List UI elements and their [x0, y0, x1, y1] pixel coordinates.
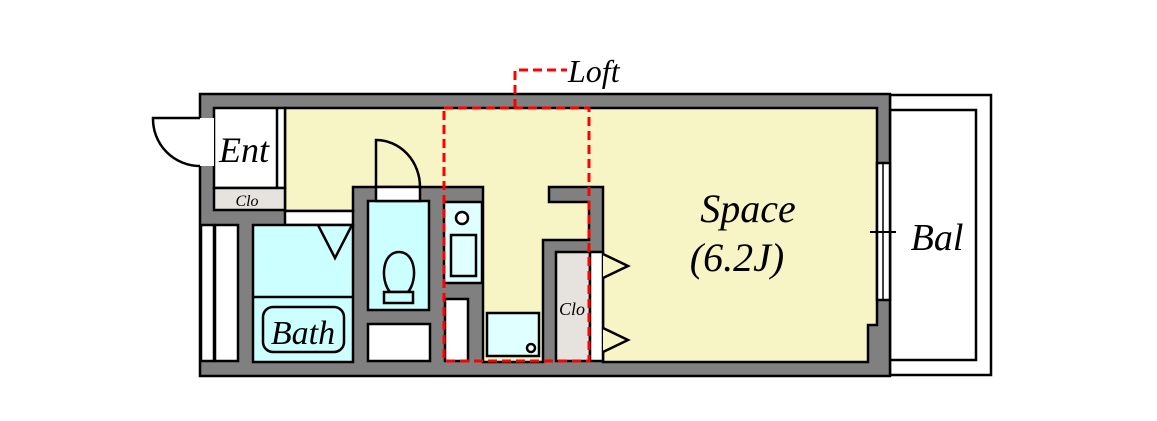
entrance-door-icon[interactable] — [151, 116, 201, 168]
balcony-label: Bal — [911, 217, 964, 259]
washer-space — [366, 322, 432, 363]
bath-label-frame — [261, 305, 346, 354]
entrance-door-opening — [200, 118, 214, 166]
closet-door-top-icon[interactable] — [602, 252, 631, 280]
entrance-closet-label: Clo — [235, 193, 258, 210]
space-size-label: (6.2J) — [690, 235, 784, 280]
bath-label: Bath — [271, 315, 335, 352]
bath-opening — [283, 209, 355, 227]
closet-label: Clo — [559, 299, 585, 319]
space-label: Space — [700, 186, 796, 231]
entrance-closet — [212, 186, 287, 212]
entrance-area — [212, 106, 287, 190]
closet-door-bottom-icon[interactable] — [602, 326, 631, 354]
shoe-rack — [199, 223, 216, 363]
storage-strip — [213, 223, 240, 363]
balcony — [888, 93, 993, 377]
loft-label: Loft — [567, 53, 621, 89]
stove-icon — [454, 210, 470, 226]
toilet-icon — [382, 250, 416, 294]
drain-icon — [525, 342, 537, 354]
entrance-label: Ent — [218, 130, 270, 170]
toilet-door-opening — [374, 185, 422, 203]
loft-outline — [442, 68, 591, 363]
fridge-space — [443, 297, 470, 363]
bath-door-icon[interactable] — [316, 224, 354, 261]
bathroom — [251, 223, 355, 364]
toilet-door-icon[interactable] — [374, 138, 422, 188]
sink-icon — [449, 233, 478, 278]
